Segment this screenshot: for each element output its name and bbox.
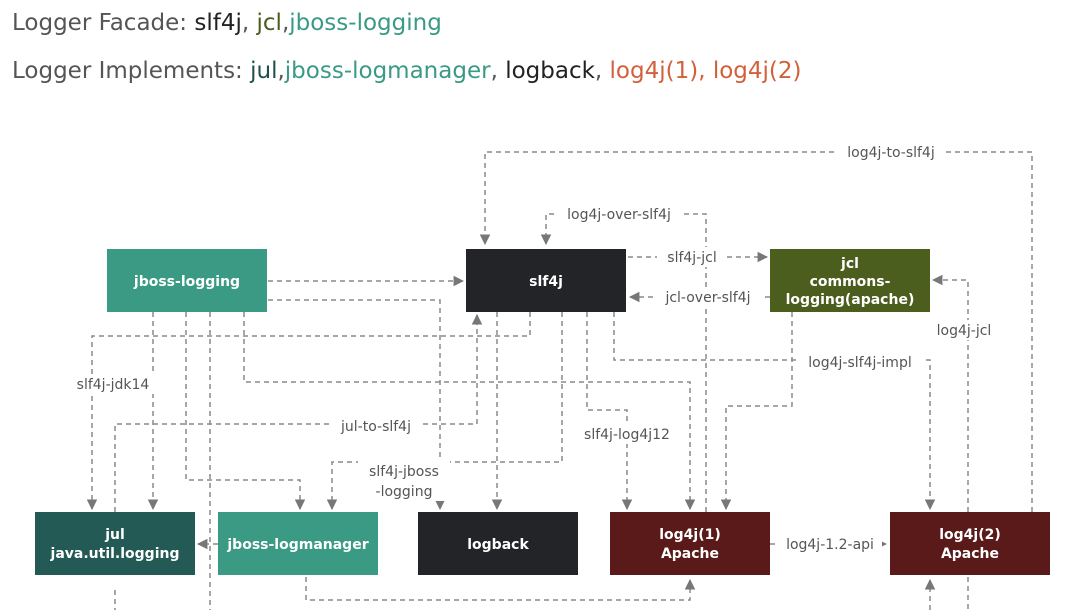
- node-jcl: jcl commons- logging(apache): [770, 249, 930, 312]
- node-jboss-logging: jboss-logging: [107, 249, 267, 312]
- facade-item: jcl: [256, 10, 282, 36]
- edge-jboss-logging-log4j1: [243, 312, 696, 511]
- label-slf4j-jboss-logging-2: -logging: [376, 484, 433, 500]
- node-logback-label: logback: [467, 537, 529, 553]
- facade-separator: ,: [281, 10, 290, 36]
- node-jboss-logmanager: jboss-logmanager: [218, 512, 378, 575]
- edge-jboss-logging-logmanager: [185, 312, 306, 511]
- edge-logmanager-log4j1: [305, 577, 696, 601]
- node-log4j2-line1: log4j(2): [939, 527, 1001, 543]
- label-slf4j-jdk14: slf4j-jdk14: [77, 377, 150, 393]
- node-log4j1-line1: log4j(1): [659, 527, 721, 543]
- edge-jcl-log4j1: [720, 312, 793, 511]
- implements-separator: ,: [490, 58, 506, 84]
- node-log4j2-line2: Apache: [941, 546, 999, 562]
- node-log4j2: log4j(2) Apache: [890, 512, 1050, 575]
- node-jboss-logmanager-label: jboss-logmanager: [226, 537, 368, 553]
- edge-log4j-slf4j-impl: [613, 312, 936, 511]
- edge-jboss-logging-logback: [268, 299, 446, 511]
- label-jul-to-slf4j: jul-to-slf4j: [340, 419, 411, 435]
- node-jul: jul java.util.logging: [35, 512, 195, 575]
- node-jcl-line2: commons-: [810, 274, 891, 290]
- label-log4j-over-slf4j: log4j-over-slf4j: [567, 207, 671, 223]
- facade-separator: ,: [241, 10, 257, 36]
- label-log4j-jcl: log4j-jcl: [937, 323, 992, 339]
- label-log4j-slf4j-impl: log4j-slf4j-impl: [808, 355, 911, 371]
- edge-log4j-to-slf4j: [479, 151, 1033, 512]
- node-log4j1-line2: Apache: [661, 546, 719, 562]
- edge-log4j-jcl: [931, 274, 969, 512]
- label-jcl-over-slf4j: jcl-over-slf4j: [664, 290, 750, 306]
- node-slf4j: slf4j: [466, 249, 626, 312]
- facade-item: slf4j: [194, 10, 242, 36]
- node-jboss-logging-label: jboss-logging: [133, 274, 240, 290]
- logger-implements-label: Logger Implements:: [12, 58, 251, 84]
- logger-facade-line: Logger Facade: slf4j, jcl,jboss-logging: [12, 10, 442, 36]
- edge-jul-to-slf4j: [114, 313, 483, 512]
- label-slf4j-jcl: slf4j-jcl: [667, 250, 716, 266]
- facade-item: jboss-logging: [289, 10, 442, 36]
- node-jcl-line1: jcl: [840, 256, 859, 272]
- node-jcl-line3: logging(apache): [786, 292, 915, 308]
- node-jul-line2: java.util.logging: [50, 546, 180, 562]
- implements-item: log4j(1), log4j(2): [609, 58, 802, 84]
- implements-item: logback: [505, 58, 595, 84]
- label-log4j-1-2-api: log4j-1.2-api: [786, 537, 874, 553]
- implements-item: jul: [250, 58, 278, 84]
- implements-separator: ,: [594, 58, 610, 84]
- label-slf4j-log4j12: slf4j-log4j12: [584, 427, 670, 443]
- node-jul-line1: jul: [104, 527, 125, 543]
- logger-implements-line: Logger Implements: jul,jboss-logmanager,…: [12, 58, 802, 84]
- edge-slf4j-log4j12: [586, 312, 633, 511]
- edge-slf4j-jdk14: [86, 312, 531, 511]
- node-logback: logback: [418, 512, 578, 575]
- label-slf4j-jboss-logging-1: slf4j-jboss: [369, 464, 439, 480]
- node-slf4j-label: slf4j: [529, 274, 563, 290]
- implements-separator: ,: [277, 58, 285, 84]
- node-log4j1: log4j(1) Apache: [610, 512, 770, 575]
- logger-facade-label: Logger Facade:: [12, 10, 195, 36]
- implements-item: jboss-logmanager: [284, 58, 491, 84]
- label-log4j-to-slf4j: log4j-to-slf4j: [847, 145, 934, 161]
